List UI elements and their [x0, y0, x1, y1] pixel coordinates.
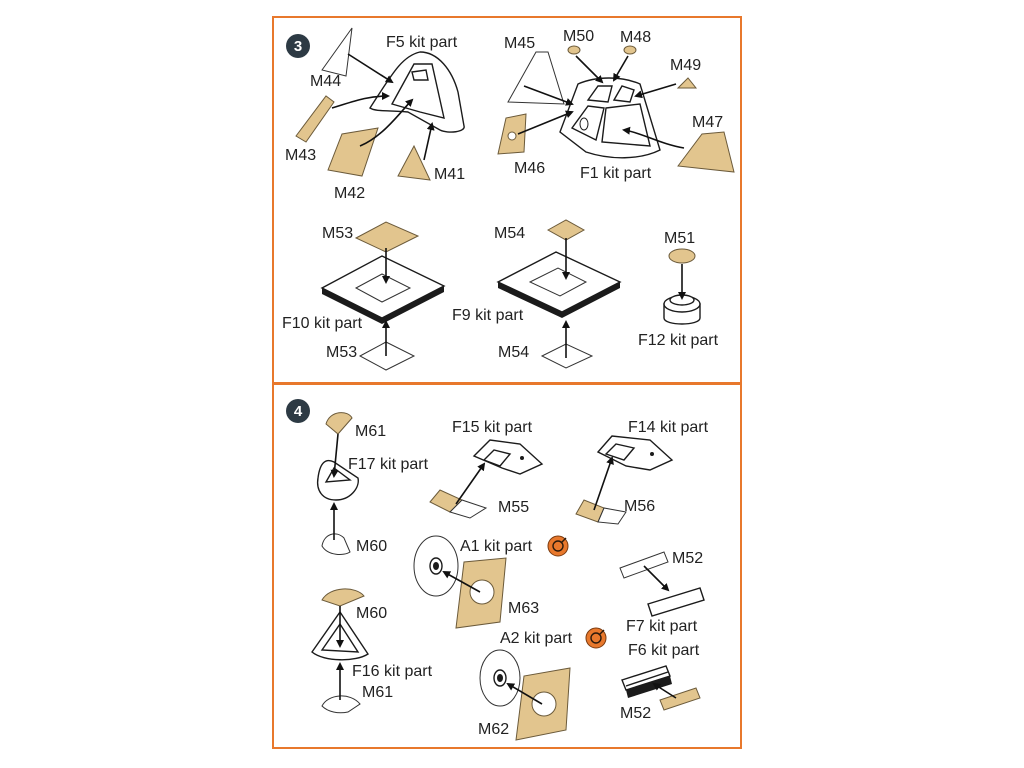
label-f9: F9 kit part: [452, 307, 524, 324]
label-f15: F15 kit part: [452, 419, 533, 436]
m42-pe-part: [327, 127, 379, 177]
label-m63: M63: [508, 600, 539, 617]
a2-assembly: [479, 627, 607, 741]
m50-pe-part: [567, 45, 581, 55]
label-f6: F6 kit part: [628, 642, 700, 659]
label-f10: F10 kit part: [282, 315, 363, 332]
m60-film-part: [321, 533, 351, 555]
m51-pe-part: [668, 248, 696, 264]
label-f16: F16 kit part: [352, 663, 433, 680]
arrow-icon: [347, 53, 394, 84]
arrow-icon: [330, 433, 339, 478]
label-f7: F7 kit part: [626, 618, 698, 635]
label-m52-bot: M52: [620, 705, 651, 722]
arrow-icon: [359, 98, 414, 147]
a1-assembly: [413, 535, 569, 629]
label-m61-bot: M61: [362, 684, 393, 701]
label-m54-top: M54: [494, 225, 525, 242]
m41-pe-part: [397, 144, 431, 181]
m60-pe-part: [321, 588, 365, 607]
label-m54-bot: M54: [498, 344, 529, 361]
m54-film-part: [540, 343, 594, 369]
m52-pe-part: [659, 687, 701, 711]
label-m51: M51: [664, 230, 695, 247]
label-a2: A2 kit part: [500, 630, 573, 647]
step-4-panel: [272, 383, 742, 749]
f9-assembly: [496, 219, 622, 369]
label-f1: F1 kit part: [580, 165, 652, 182]
label-f5: F5 kit part: [386, 34, 458, 51]
arrow-icon: [622, 126, 685, 149]
m54-pe-part: [546, 219, 586, 241]
label-m42: M42: [334, 185, 365, 202]
label-m43: M43: [285, 147, 316, 164]
m45-film-part: [507, 51, 565, 105]
arrow-icon: [652, 682, 677, 699]
arrow-icon: [517, 110, 574, 135]
label-m53-top: M53: [322, 225, 353, 242]
m47-pe-part: [677, 131, 735, 173]
f16-assembly: [311, 588, 369, 714]
m43-pe-part: [295, 95, 335, 143]
label-m47: M47: [692, 114, 723, 131]
arrow-icon: [442, 571, 481, 593]
m49-pe-part: [676, 77, 698, 89]
label-m55: M55: [498, 499, 529, 516]
f14-assembly: [575, 435, 674, 525]
arrow-icon: [643, 565, 670, 592]
f10-assembly: [320, 221, 446, 371]
f1-assembly: [497, 45, 735, 173]
m61-film-part: [321, 695, 361, 714]
m61-pe-part: [325, 412, 353, 435]
m52-film-part: [619, 551, 669, 579]
arrow-icon: [506, 682, 543, 705]
label-m52-top: M52: [672, 550, 703, 567]
f17-assembly: [316, 412, 359, 555]
f6-assembly: [621, 665, 701, 711]
remove-part-icon: [547, 535, 569, 557]
label-m53-bot: M53: [326, 344, 357, 361]
f7-assembly: [619, 551, 705, 617]
f7-kit-part: [647, 587, 705, 617]
label-m41: M41: [434, 166, 465, 183]
step-3-badge: 3: [286, 34, 310, 58]
step-3-number: 3: [294, 38, 302, 55]
label-m62: M62: [478, 721, 509, 738]
m48-pe-part: [623, 45, 637, 55]
label-f17: F17 kit part: [348, 456, 429, 473]
label-f14: F14 kit part: [628, 419, 709, 436]
label-m60-bot: M60: [356, 605, 387, 622]
label-f12: F12 kit part: [638, 332, 719, 349]
m44-film-part: [321, 27, 353, 77]
arrow-icon: [455, 462, 486, 505]
label-m45: M45: [504, 35, 535, 52]
remove-part-icon: [585, 627, 607, 649]
f5-assembly: [295, 27, 465, 181]
m53-film-part: [358, 341, 416, 371]
label-m56: M56: [624, 498, 655, 515]
label-m50: M50: [563, 28, 594, 45]
label-m60-top: M60: [356, 538, 387, 555]
arrow-icon: [523, 85, 574, 106]
m53-pe-part: [354, 221, 420, 253]
label-m49: M49: [670, 57, 701, 74]
f12-assembly: [663, 248, 701, 325]
f15-assembly: [429, 439, 544, 519]
label-m44: M44: [310, 73, 341, 90]
arrow-icon: [612, 55, 629, 82]
arrow-icon: [593, 456, 614, 511]
label-a1: A1 kit part: [460, 538, 533, 555]
arrow-icon: [423, 122, 435, 161]
step-4-number: 4: [294, 403, 303, 420]
label-m61-top: M61: [355, 423, 386, 440]
arrow-icon: [331, 92, 390, 109]
arrow-icon: [634, 83, 677, 99]
arrow-icon: [575, 55, 604, 84]
label-m46: M46: [514, 160, 545, 177]
step-4-badge: 4: [286, 399, 310, 423]
label-m48: M48: [620, 29, 651, 46]
